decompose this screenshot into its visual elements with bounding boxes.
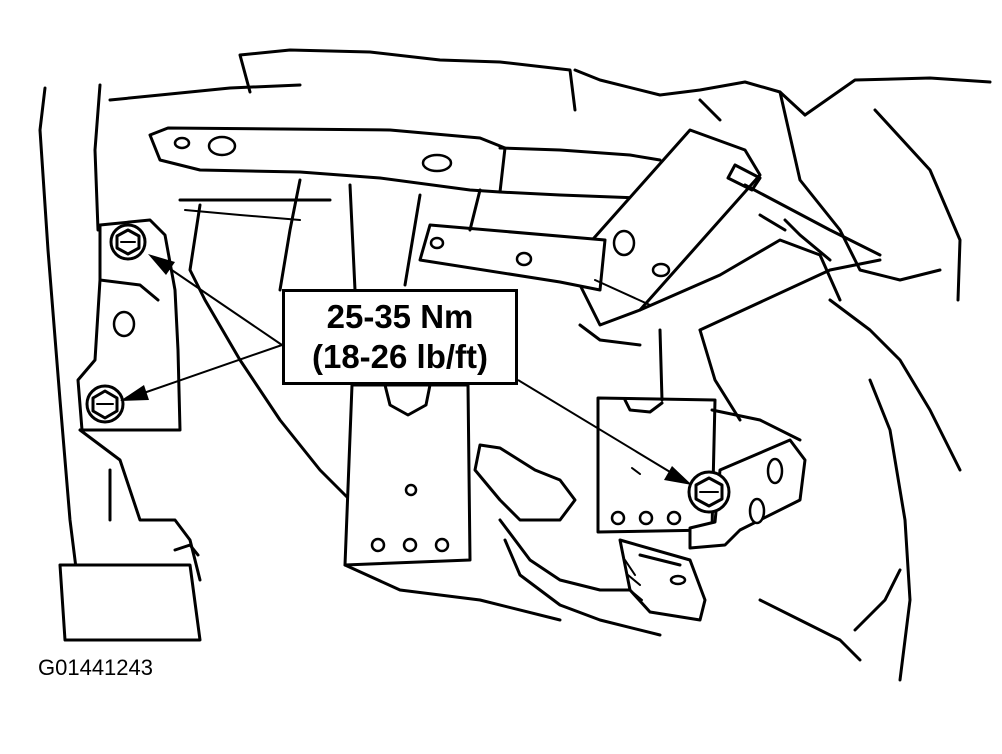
torque-spec-callout: 25-35 Nm (18-26 lb/ft) [282,289,518,385]
upper-crossmember [148,126,662,200]
arrow-head-icon [664,466,692,485]
lower-left-bolt-icon [85,384,125,424]
right-bracket [596,328,807,550]
arrow-head-icon [120,385,149,401]
arrow-head-icon [148,254,175,275]
left-bracket [58,218,202,642]
figure-id: G01441243 [38,655,153,680]
right-bolt-icon [687,470,731,514]
torque-spec-metric: 25-35 Nm [326,298,474,335]
electrical-connector [343,443,707,637]
torque-leader-arrows [120,254,692,485]
body-panel-outline [38,48,992,682]
diagonal-strut [568,98,762,327]
middle-bar [418,223,607,292]
torque-spec-imperial: (18-26 lb/ft) [311,338,489,375]
upper-left-bolt-icon [109,223,147,261]
background-structure [578,183,882,347]
center-lower-bracket [343,383,472,567]
